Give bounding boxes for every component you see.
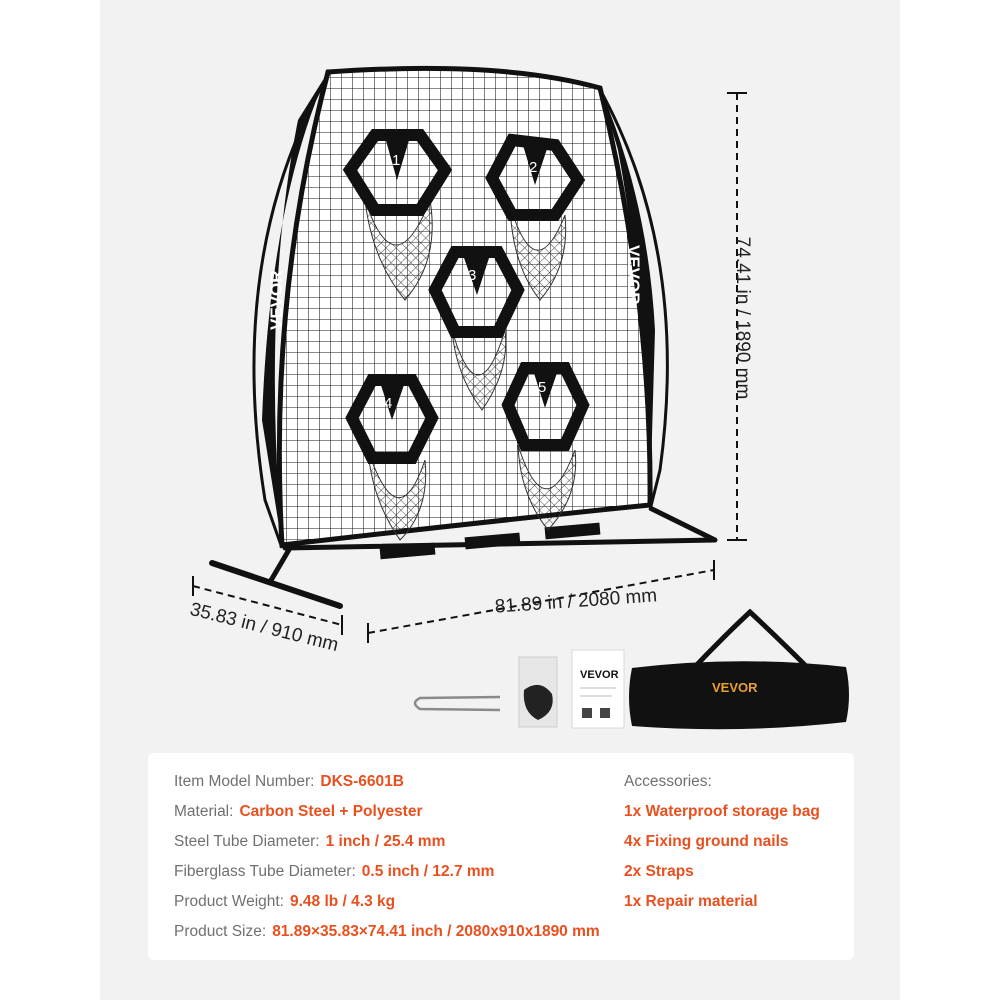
target-4-pocket [367, 449, 427, 541]
left-side-flap [262, 72, 328, 545]
target-2-pocket [509, 204, 567, 301]
base-front-bar [282, 537, 718, 551]
brand-right: VEVOR [624, 245, 643, 305]
target-1-tab [385, 137, 410, 180]
right-frame-arc [596, 85, 669, 511]
repair-net-icon [523, 684, 553, 720]
base-left-leg [209, 560, 343, 609]
target-3-tab [463, 255, 490, 295]
target-5-pocket [517, 444, 577, 531]
target-2-number: 2 [529, 159, 537, 176]
target-3-pocket [451, 329, 507, 411]
ground-nail-icon [413, 695, 501, 712]
spec-material: Material:Carbon Steel + Polyester [174, 803, 423, 820]
target-5-ring [501, 362, 590, 451]
product-illustration: VEVOR VEVOR 1 2 3 4 5 VEVOR [192, 65, 849, 730]
target-5-number: 5 [538, 379, 546, 396]
height-label: 74.41 in / 1890 mm [732, 236, 753, 400]
target-2-ring [485, 133, 586, 221]
base-right-connector [648, 505, 717, 543]
base-left-connector [267, 546, 293, 584]
spec-fiberglass-tube: Fiberglass Tube Diameter:0.5 inch / 12.7… [174, 863, 495, 880]
target-1-pocket [364, 198, 433, 301]
manual-icon [571, 649, 625, 729]
spec-size: Product Size:81.89×35.83×74.41 inch / 20… [174, 923, 600, 940]
target-2-tab [522, 142, 548, 185]
spec-weight: Product Weight:9.48 lb / 4.3 kg [174, 893, 396, 910]
bottom-strap-3 [544, 522, 601, 540]
net-border [276, 65, 653, 548]
target-4-number: 4 [384, 395, 392, 412]
accessories-title: Accessories: [624, 773, 712, 790]
target-3-number: 3 [468, 267, 476, 284]
target-4-tab [380, 382, 405, 420]
brand-left: VEVOR [267, 270, 286, 330]
left-frame-arc [252, 71, 332, 549]
target-1-ring [342, 129, 453, 216]
spec-model: Item Model Number:DKS-6601B [174, 773, 404, 790]
storage-bag-handle [688, 608, 814, 674]
storage-bag-icon [629, 661, 849, 730]
net-mesh [279, 68, 651, 546]
storage-bag-brand: VEVOR [712, 680, 758, 695]
accessory-item: 4x Fixing ground nails [624, 833, 789, 850]
width-dimension [367, 560, 715, 643]
target-5-tab [533, 370, 558, 408]
accessory-item: 1x Repair material [624, 893, 758, 910]
target-1-number: 1 [392, 152, 400, 169]
depth-dimension [192, 576, 343, 635]
target-4-ring [345, 374, 439, 464]
manual-brand: VEVOR [580, 669, 619, 681]
accessory-item: 2x Straps [624, 863, 694, 880]
specifications-card: Item Model Number:DKS-6601B Material:Car… [148, 753, 854, 960]
target-3-ring [428, 246, 525, 338]
spec-steel-tube: Steel Tube Diameter:1 inch / 25.4 mm [174, 833, 446, 850]
height-dimension [727, 92, 747, 541]
accessory-item: 1x Waterproof storage bag [624, 803, 820, 820]
